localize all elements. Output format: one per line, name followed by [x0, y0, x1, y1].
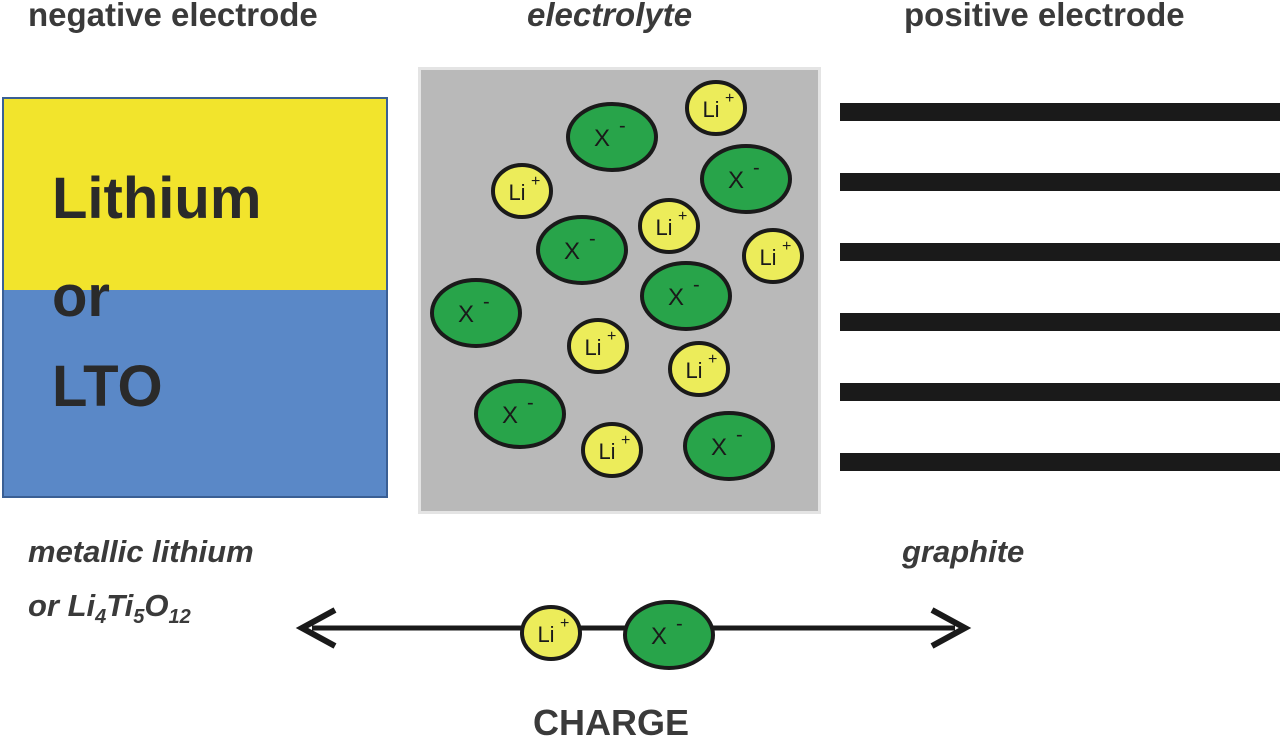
- anion-label: X: [564, 238, 580, 265]
- anion-charge: -: [676, 613, 683, 635]
- positive-electrode-header: positive electrode: [904, 0, 1185, 33]
- anion-charge: -: [527, 392, 534, 414]
- cation: Li +: [742, 228, 804, 284]
- anion-label: X: [711, 434, 727, 461]
- neg-label-lithium: Lithium: [52, 166, 262, 231]
- anion-label: X: [651, 623, 667, 650]
- anion: X -: [474, 379, 566, 449]
- cation: Li +: [491, 163, 553, 219]
- graphite-layer: [840, 383, 1280, 401]
- charge-label: CHARGE: [533, 702, 690, 743]
- cation: Li +: [520, 605, 582, 661]
- anion-charge: -: [619, 115, 626, 137]
- cation-label: Li: [598, 439, 615, 464]
- anion-label: X: [458, 301, 474, 328]
- cation-label: Li: [759, 245, 776, 270]
- cation-label: Li: [584, 335, 601, 360]
- cation: Li +: [567, 318, 629, 374]
- neg-label-or: or: [52, 264, 110, 329]
- anion-charge: -: [753, 157, 760, 179]
- lithium-layer: [4, 99, 386, 290]
- cation-label: Li: [702, 97, 719, 122]
- metallic-lithium-label: metallic lithium: [28, 534, 254, 569]
- anion: X -: [623, 600, 715, 670]
- lto-layer: [4, 290, 386, 496]
- negative-electrode-block: [2, 97, 388, 498]
- cation: Li +: [668, 341, 730, 397]
- graphite-layer: [840, 313, 1280, 331]
- electrolyte-header: electrolyte: [527, 0, 693, 33]
- anion-charge: -: [483, 291, 490, 313]
- anion-charge: -: [589, 228, 596, 250]
- anion: X -: [700, 144, 792, 214]
- anion-charge: -: [736, 424, 743, 446]
- anion-charge: -: [693, 274, 700, 296]
- cation-charge: +: [782, 238, 791, 255]
- cation-charge: +: [708, 351, 717, 368]
- graphite-layer: [840, 103, 1280, 121]
- anion-label: X: [594, 125, 610, 152]
- anion: X -: [640, 261, 732, 331]
- cation-charge: +: [531, 173, 540, 190]
- graphite-label: graphite: [902, 534, 1025, 569]
- negative-electrode-header: negative electrode: [28, 0, 318, 33]
- anion: X -: [536, 215, 628, 285]
- anion-label: X: [668, 284, 684, 311]
- anion: X -: [566, 102, 658, 172]
- cation: Li +: [581, 422, 643, 478]
- cation: Li +: [638, 198, 700, 254]
- graphite-layer: [840, 243, 1280, 261]
- li4ti5o12-label: or Li4Ti5O12: [28, 588, 191, 629]
- cation-charge: +: [725, 90, 734, 107]
- anion-label: X: [502, 402, 518, 429]
- cation-label: Li: [537, 622, 554, 647]
- cation-label: Li: [655, 215, 672, 240]
- anion: X -: [683, 411, 775, 481]
- cation-label: Li: [685, 358, 702, 383]
- cation-charge: +: [607, 328, 616, 345]
- cation-label: Li: [508, 180, 525, 205]
- neg-label-lto: LTO: [52, 354, 163, 419]
- cation-charge: +: [678, 208, 687, 225]
- anion: X -: [430, 278, 522, 348]
- graphite-layers: [840, 103, 1280, 471]
- anion-label: X: [728, 167, 744, 194]
- cation-charge: +: [621, 432, 630, 449]
- graphite-layer: [840, 173, 1280, 191]
- graphite-layer: [840, 453, 1280, 471]
- cation-charge: +: [560, 615, 569, 632]
- cation: Li +: [685, 80, 747, 136]
